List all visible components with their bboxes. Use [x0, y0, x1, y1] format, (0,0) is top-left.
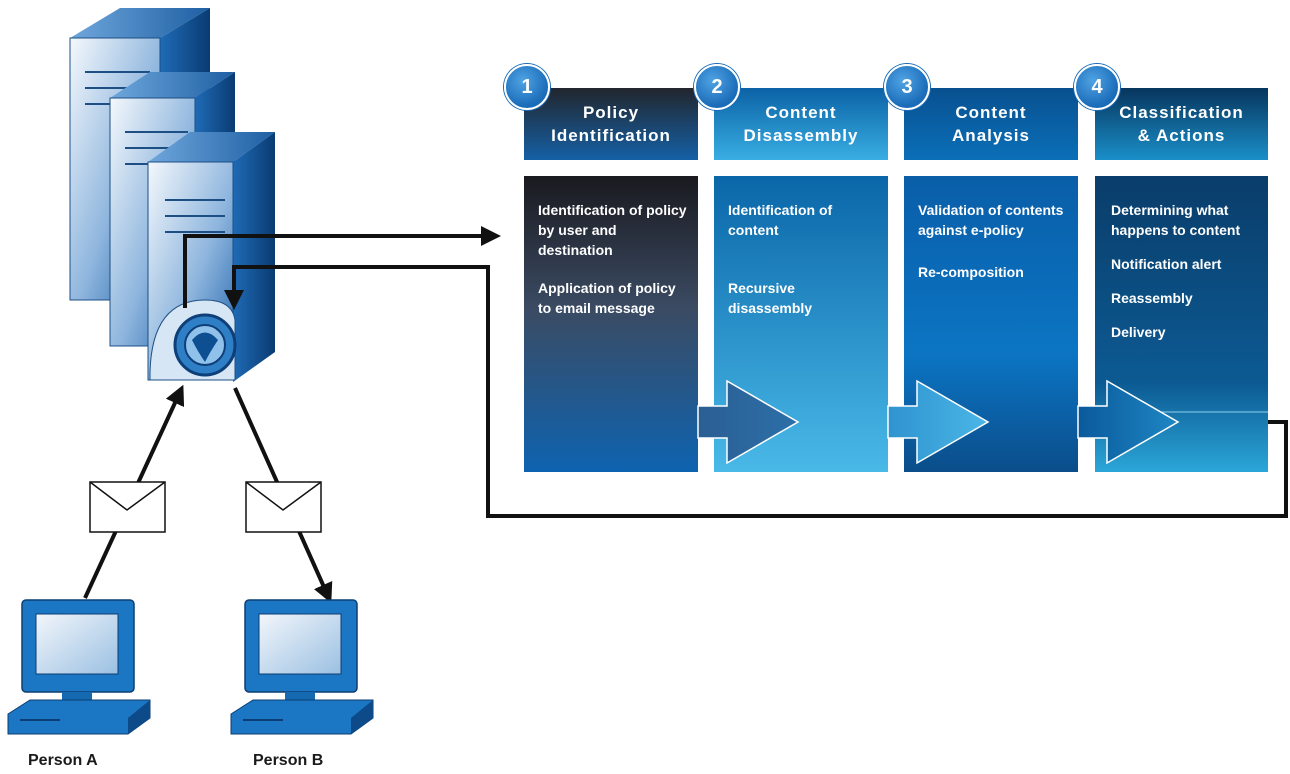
step-4-title: Classification & Actions [1095, 88, 1268, 160]
step-4-panel: Determining what happens to content Noti… [1095, 176, 1268, 472]
step-1-number-badge: 1 [504, 64, 550, 110]
server-front-icon [147, 132, 275, 382]
step-2-title-line-2: Disassembly [743, 126, 859, 145]
person-a-label: Person A [28, 752, 98, 769]
step-2-title-line-1: Content [765, 103, 837, 122]
step-2-number-badge: 2 [694, 64, 740, 110]
step-4-item: Reassembly [1111, 290, 1193, 306]
computer-person-a-icon [7, 599, 151, 735]
person-b-label: Person B [253, 752, 324, 769]
step-4-item: Determining what happens to content [1111, 202, 1241, 238]
step-1-title-line-2: Identification [551, 126, 671, 145]
step-3-header-bg [904, 88, 1078, 160]
return-connector [224, 265, 1288, 518]
step-3-panel: Validation of contents against e-policy … [904, 176, 1078, 472]
step-2-panel: Identification of content Recursive disa… [714, 176, 888, 472]
step-1-title-line-1: Policy [582, 103, 640, 122]
step-2-item: Identification of content [728, 202, 833, 238]
step-3-title-line-2: Analysis [952, 126, 1030, 145]
step-3-item: Re-composition [918, 264, 1024, 280]
step-3-item: Validation of contents against e-policy [918, 202, 1064, 238]
step-2-item: Recursive disassembly [728, 280, 813, 316]
flow-arrow-2-to-3 [887, 379, 990, 465]
output-connector [183, 226, 501, 308]
step-1-item: Identification of policy by user and des… [538, 202, 687, 258]
step-3-title-line-1: Content [955, 103, 1027, 122]
step-4-header-bg [1095, 88, 1268, 160]
computer-person-b-icon [230, 599, 374, 735]
step-1-panel-bg [524, 176, 698, 472]
step-4-title-line-1: Classification [1119, 103, 1244, 122]
flow-arrow-3-to-4 [1077, 379, 1180, 465]
step-2-header-bg [714, 88, 888, 160]
step-1-header-bg [524, 88, 698, 160]
step-1-item: Application of policy to email message [538, 280, 676, 316]
step-1-panel: Identification of policy by user and des… [524, 176, 698, 472]
step-4-item: Delivery [1111, 324, 1166, 340]
step-4-item: Notification alert [1111, 256, 1222, 272]
step-4-title-line-2: & Actions [1137, 126, 1226, 145]
step-4-number-badge: 4 [1074, 64, 1120, 110]
envelope-icon-delivered [245, 481, 322, 533]
shield-logo-icon [173, 313, 237, 377]
flow-arrow-1-to-2 [697, 379, 800, 465]
step-3-number-badge: 3 [884, 64, 930, 110]
envelope-icon-sent [89, 481, 166, 533]
